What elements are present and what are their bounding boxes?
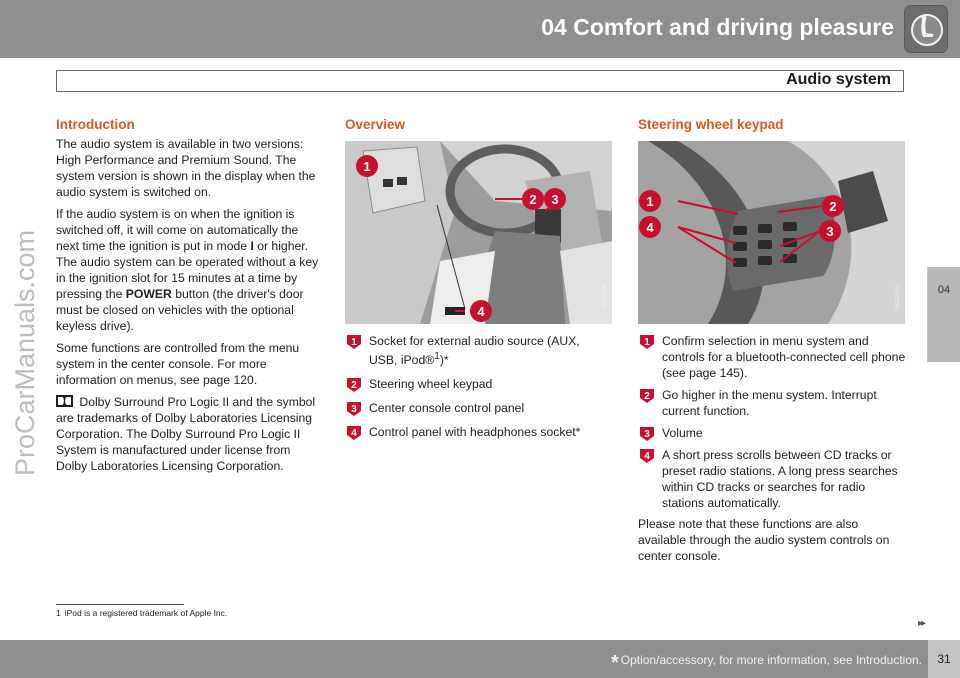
ignition-mode: I [250, 239, 254, 253]
intro-paragraph-3: Some functions are controlled from the m… [56, 341, 300, 387]
overview-heading: Overview [345, 117, 406, 132]
section-bar: Audio system [56, 70, 904, 92]
number-marker-icon: 2 [347, 378, 361, 393]
overview-item-text: Socket for external audio source (AUX, U… [369, 334, 580, 368]
overview-item: 2 Steering wheel keypad [345, 376, 610, 393]
keypad-heading: Steering wheel keypad [638, 117, 784, 132]
side-tab-divider [927, 267, 928, 362]
number-marker-icon: 3 [640, 427, 654, 441]
dolby-trademark-text: Dolby Surround Pro Logic II and the symb… [56, 395, 316, 473]
keypad-column: Steering wheel keypad [638, 117, 908, 564]
svg-text:1: 1 [351, 337, 357, 348]
footnote-divider [56, 604, 184, 605]
overview-callout-1: 1 [363, 159, 370, 174]
dolby-logo-icon [56, 395, 73, 407]
keypad-item: 2 Go higher in the menu system. Interrup… [638, 387, 908, 419]
intro-paragraph-2: If the audio system is on when the ignit… [56, 206, 324, 334]
svg-text:3: 3 [351, 404, 357, 415]
keypad-item: 4 A short press scrolls between CD track… [638, 447, 908, 511]
watermark: ProCarManuals.com [4, 226, 46, 480]
page-number: 31 [928, 640, 960, 678]
side-tab-number: 04 [937, 284, 951, 296]
svg-text:4: 4 [351, 428, 357, 439]
steering-wheel-illustration: 1 4 2 3 [638, 141, 905, 324]
keypad-item-text: Confirm selection in menu system and con… [662, 334, 906, 380]
option-star: * [610, 652, 619, 674]
overview-callout-3: 3 [551, 192, 558, 207]
intro-p2-part-3: button (the driver's door must be closed… [56, 287, 304, 333]
section-title: Audio system [786, 71, 891, 88]
next-page-icon: ▸▸ [918, 618, 926, 629]
keypad-note: Please note that these functions are als… [638, 517, 890, 563]
svg-text:4: 4 [644, 451, 650, 462]
keypad-callout-4: 4 [646, 220, 654, 235]
keypad-callout-2: 2 [829, 199, 836, 214]
overview-figure-code: G021396 [602, 285, 608, 310]
overview-item-text: Center console control panel [369, 401, 525, 416]
intro-p2-part-1: If the audio system is on when the ignit… [56, 207, 299, 253]
option-note-text: Option/accessory, for more information, … [620, 653, 922, 667]
keypad-figure: 1 4 2 3 G020719 [638, 141, 905, 324]
keypad-callout-3: 3 [826, 224, 833, 239]
svg-text:3: 3 [644, 429, 650, 440]
watermark-text: ProCarManuals.com [10, 229, 40, 477]
power-button-label: POWER [125, 287, 172, 301]
chapter-header: 04 Comfort and driving pleasure [0, 0, 960, 58]
overview-item-suffix: )* [439, 353, 449, 368]
keypad-item-text: Go higher in the menu system. Interrupt … [662, 388, 877, 418]
number-marker-icon: 4 [640, 449, 654, 463]
footnote-ref: 1 [434, 351, 440, 362]
keypad-figure-code: G020719 [895, 285, 901, 310]
keypad-item-text: A short press scrolls between CD tracks … [662, 448, 898, 510]
svg-text:2: 2 [644, 391, 650, 402]
number-marker-icon: 4 [347, 426, 361, 441]
footnote-text: iPod is a registered trademark of Apple … [64, 608, 228, 618]
chapter-title: 04 Comfort and driving pleasure [541, 14, 894, 40]
overview-item: 4 Control panel with headphones socket* [345, 424, 610, 441]
option-note: *Option/accessory, for more information,… [611, 652, 922, 675]
page-footer: *Option/accessory, for more information,… [0, 640, 960, 678]
overview-callout-2: 2 [529, 192, 536, 207]
overview-list: 1 Socket for external audio source (AUX,… [345, 333, 610, 441]
intro-paragraph-1: The audio system is available in two ver… [56, 137, 316, 199]
overview-column: Overview 1 2 3 [345, 117, 612, 448]
car-interior-illustration: 1 2 3 4 [345, 141, 612, 324]
number-marker-icon: 1 [347, 335, 361, 349]
keypad-item: 3 Volume [638, 425, 908, 441]
keypad-item: 1 Confirm selection in menu system and c… [638, 333, 908, 381]
keypad-item-text: Volume [662, 426, 703, 440]
number-marker-icon: 2 [640, 389, 654, 403]
keypad-callout-1: 1 [646, 194, 653, 209]
svg-text:2: 2 [351, 380, 357, 391]
number-marker-icon: 1 [640, 335, 654, 349]
keypad-list: 1 Confirm selection in menu system and c… [638, 333, 908, 511]
overview-item-text: Steering wheel keypad [369, 377, 493, 392]
intro-paragraph-4: Dolby Surround Pro Logic II and the symb… [56, 394, 324, 474]
introduction-heading: Introduction [56, 117, 135, 132]
introduction-column: Introduction The audio system is availab… [56, 117, 324, 474]
overview-callout-4: 4 [477, 304, 485, 319]
overview-item: 3 Center console control panel [345, 400, 610, 417]
number-marker-icon: 3 [347, 402, 361, 417]
overview-item-text: Control panel with headphones socket* [369, 425, 581, 440]
overview-item: 1 Socket for external audio source (AUX,… [345, 333, 610, 368]
overview-figure: 1 2 3 4 G021396 [345, 141, 612, 324]
svg-text:1: 1 [644, 337, 650, 348]
seat-icon [904, 5, 948, 53]
chapter-side-tab: 04 [928, 267, 960, 362]
intro-p2-part-2: or higher. The audio system can be opera… [56, 239, 319, 301]
footnote-number: 1 [56, 608, 61, 618]
